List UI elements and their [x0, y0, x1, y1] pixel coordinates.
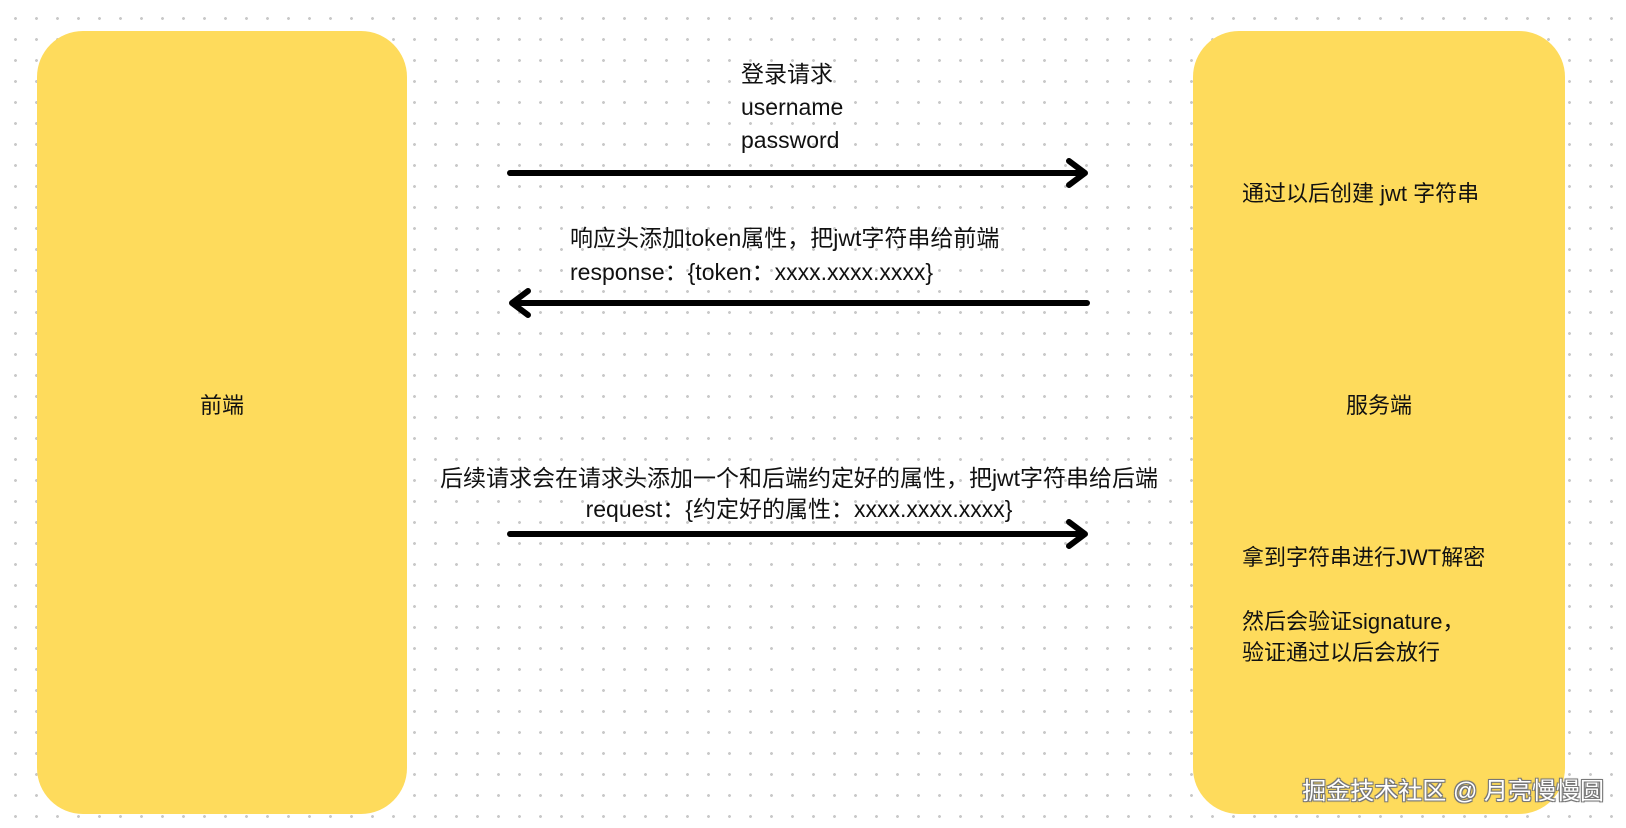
server-note-create-jwt: 通过以后创建 jwt 字符串 — [1242, 181, 1480, 206]
followup-arrow — [507, 519, 1088, 549]
response-label-line1: 响应头添加token属性，把jwt字符串给前端 — [570, 225, 1000, 251]
response-arrow — [509, 288, 1090, 318]
watermark: 掘金技术社区 @ 月亮慢慢圆 — [1302, 778, 1604, 805]
frontend-title: 前端 — [199, 392, 244, 418]
login-label-line2: username — [741, 94, 844, 120]
server-note-verify-line1: 然后会验证signature， — [1242, 609, 1465, 634]
server-title: 服务端 — [1345, 392, 1412, 418]
login-arrow — [507, 158, 1088, 188]
server-note-decode-jwt: 拿到字符串进行JWT解密 — [1242, 545, 1486, 570]
response-label-line2: response：{token：xxxx.xxxx.xxxx} — [570, 259, 934, 285]
login-label-line1: 登录请求 — [741, 61, 833, 87]
followup-label-line1: 后续请求会在请求头添加一个和后端约定好的属性，把jwt字符串给后端 — [439, 465, 1159, 491]
server-box: 服务端 通过以后创建 jwt 字符串 拿到字符串进行JWT解密 然后会验证sig… — [1193, 31, 1565, 814]
server-note-verify-line2: 验证通过以后会放行 — [1242, 640, 1441, 665]
followup-label-line2: request：{约定好的属性：xxxx.xxxx.xxxx} — [585, 496, 1013, 522]
frontend-box: 前端 — [37, 31, 407, 814]
login-label-line3: password — [741, 127, 840, 153]
